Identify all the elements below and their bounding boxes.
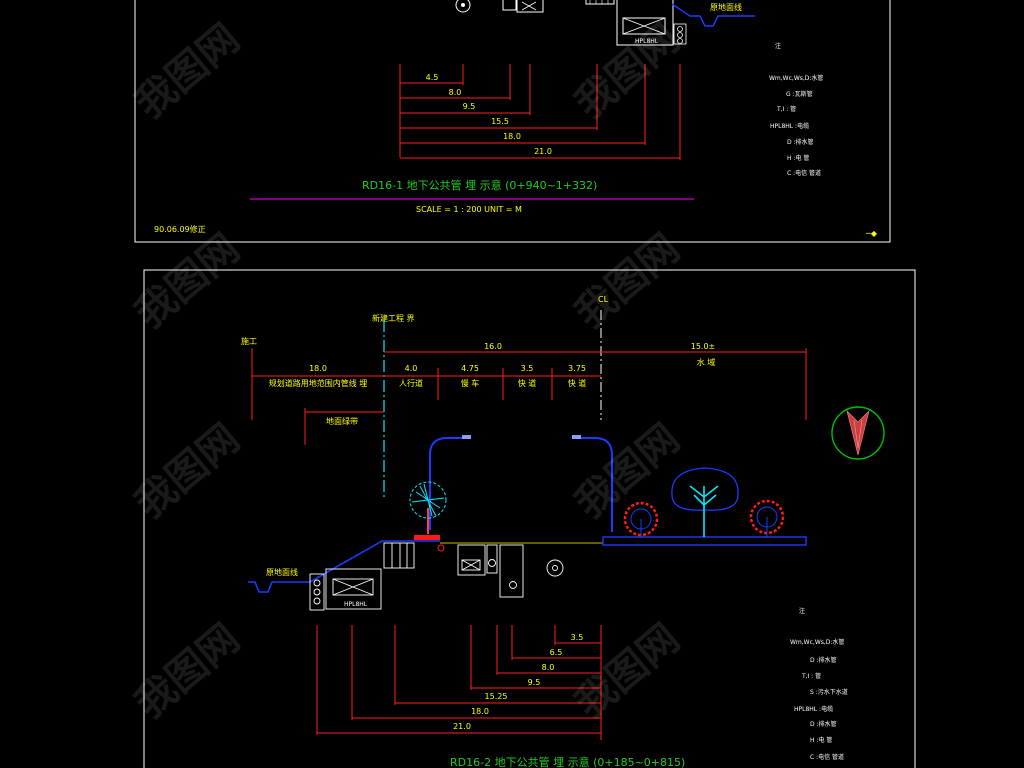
panel2-slope-label: 原地面线 (266, 567, 298, 577)
panel2-dim-top-3-label: 快 道 (518, 378, 537, 388)
panel2-legend-item-6: H :电 管 (810, 736, 832, 744)
panel2-dim-top-3-value: 3.5 (521, 364, 534, 373)
panel1-strip (585, 0, 615, 5)
lamp-left-icon (429, 437, 470, 530)
panel1-legend-item-4: D :排水管 (787, 138, 814, 146)
panel2-dim-top-1-label: 人行道 (399, 378, 423, 388)
panel2-pole-label: 新建工程 界 (372, 313, 415, 323)
panel2-legend-item-3: S :污水下水道 (810, 688, 848, 696)
panel2-top-dim-lines (252, 348, 807, 445)
panel1-dim-3: 15.5 (491, 117, 509, 126)
panel1-page-mark: ─◆ (865, 229, 878, 238)
panel1-dimension-lines (399, 64, 681, 160)
panel2-utilities (309, 542, 564, 611)
panel2-dim-bottom-0: 3.5 (571, 633, 584, 642)
panel2-legend-head: 注 (799, 607, 805, 615)
panel2-dim-top-2-label: 慢 车 (461, 378, 480, 388)
panel2-dim-top-0-label: 规划道路用地范围内管线 埋 (269, 378, 368, 388)
panel2-planter-drain (437, 544, 445, 552)
panel1-box-small (516, 0, 544, 13)
panel1-dim-1: 8.0 (449, 88, 462, 97)
panel2-legend-item-0: Wm,Wc,Ws,D:水管 (790, 638, 844, 646)
watermark-text-6: 我图网 (567, 415, 688, 527)
panel2-legend-item-1: D :排水管 (810, 656, 837, 664)
panel1-dim-5: 21.0 (534, 147, 552, 156)
panel2-legend: 注 Wm,Wc,Ws,D:水管 D :排水管 T,I : 管 S :污水下水道 … (790, 607, 848, 761)
panel1-scale: SCALE = 1 : 200 UNIT = M (416, 205, 522, 214)
panel2-dim-top-5-label: 水 域 (697, 357, 716, 367)
panel2-dim-top-4-value: 3.75 (568, 364, 586, 373)
panel1-box-large (616, 0, 674, 46)
panel2-frame (143, 269, 916, 768)
panel1-box-inner (622, 17, 666, 35)
panel1-box-label: HPL8HL (635, 38, 659, 45)
panel1-strip-ticks (589, 0, 609, 4)
panel1-legend: 注 Wm,Wc,Ws,D:水管 G :瓦斯管 T,I : 管 HPL8HL :电… (769, 42, 823, 177)
watermark-text-1: 我图网 (127, 15, 248, 127)
panel1-date: 90.06.09修正 (154, 224, 206, 234)
panel2-dim-top-0-value: 18.0 (309, 364, 327, 373)
panel1-legend-item-0: Wm,Wc,Ws,D:水管 (769, 74, 823, 82)
watermark-text-5: 我图网 (127, 415, 248, 527)
panel2-bracket-label: 地面绿带 (326, 416, 358, 426)
panel2-planter (414, 535, 440, 540)
lamp-left-head (462, 435, 471, 439)
shrub-left-icon (623, 501, 659, 537)
panel1-box-cross (521, 1, 537, 11)
panel2-box-label: HPL8HL (344, 601, 368, 608)
panel2-dim-top-1-value: 4.0 (405, 364, 418, 373)
tree-left-icon (409, 481, 447, 534)
panel2-dim-top-5-value: 15.0± (691, 342, 716, 351)
panel1-legend-item-5: H :电 管 (787, 154, 809, 162)
panel1-slope-label: 原地面线 (710, 2, 742, 12)
panel2-dim-bottom-2: 8.0 (542, 663, 555, 672)
panel1-legend-item-3: HPL8HL :电缆 (770, 122, 809, 130)
panel1-dim-4: 18.0 (503, 132, 521, 141)
panel1-box-inner-cross (622, 17, 666, 35)
panel1-legend-item-6: C :电信 管道 (787, 169, 821, 177)
panel1-pipe-core (461, 3, 465, 7)
panel2-legend-item-5: D :排水管 (810, 720, 837, 728)
panel1-manhole (502, 0, 517, 11)
panel1-legend-head: 注 (775, 42, 781, 50)
panel1-legend-item-1: G :瓦斯管 (786, 90, 813, 98)
panel2-dim-top-2-value: 4.75 (461, 364, 479, 373)
panel2-legend-item-4: HPL8HL :电缆 (794, 705, 833, 713)
panel2-left-label: 施工 (241, 336, 257, 346)
panel1-pipe-stack (673, 23, 687, 45)
panel2-span-total: 16.0 (484, 342, 502, 351)
panel2-dim-bottom-5: 18.0 (471, 707, 489, 716)
panel2-dim-bottom-1: 6.5 (550, 648, 563, 657)
lamp-right-icon (573, 437, 613, 532)
panel2-dimension-values: 3.5 6.5 8.0 9.5 15.25 18.0 21.0 (453, 633, 583, 731)
shrub-right-icon (749, 499, 785, 537)
panel1-dimension-values: 4.5 8.0 9.5 15.5 18.0 21.0 (426, 73, 552, 156)
panel2-title: RD16-2 地下公共管 埋 示意 (0+185~0+815) (450, 755, 685, 768)
panel2-legend-item-7: C :电信 管道 (810, 753, 844, 761)
tree-right-icon (671, 467, 739, 537)
panel2-riverbank-slab (602, 536, 807, 546)
panel1-slope-line (671, 3, 755, 27)
panel2-slope-line (248, 540, 440, 593)
north-arrow-icon (831, 406, 885, 460)
panel2-dim-bottom-6: 21.0 (453, 722, 471, 731)
watermark-text-8: 我图网 (567, 615, 688, 727)
lamp-right-head (572, 435, 581, 439)
panel1-title: RD16-1 地下公共管 埋 示意 (0+940~1+332) (362, 178, 597, 192)
panel1-dim-2: 9.5 (463, 102, 476, 111)
panel2-dim-bottom-3: 9.5 (528, 678, 541, 687)
panel2-dimension-lines (316, 625, 602, 740)
panel2-centerline-label: CL (598, 295, 609, 304)
panel1-dim-0: 4.5 (426, 73, 439, 82)
panel1-pipe-circle (455, 0, 471, 13)
panel2-dim-bottom-4: 15.25 (485, 692, 508, 701)
panel2-legend-item-2: T,I : 管 (801, 672, 821, 680)
panel1-frame (134, 0, 891, 243)
panel1-legend-item-2: T,I : 管 (776, 105, 796, 113)
watermark-text-7: 我图网 (127, 615, 248, 727)
panel2-dim-top-4-label: 快 道 (568, 378, 587, 388)
